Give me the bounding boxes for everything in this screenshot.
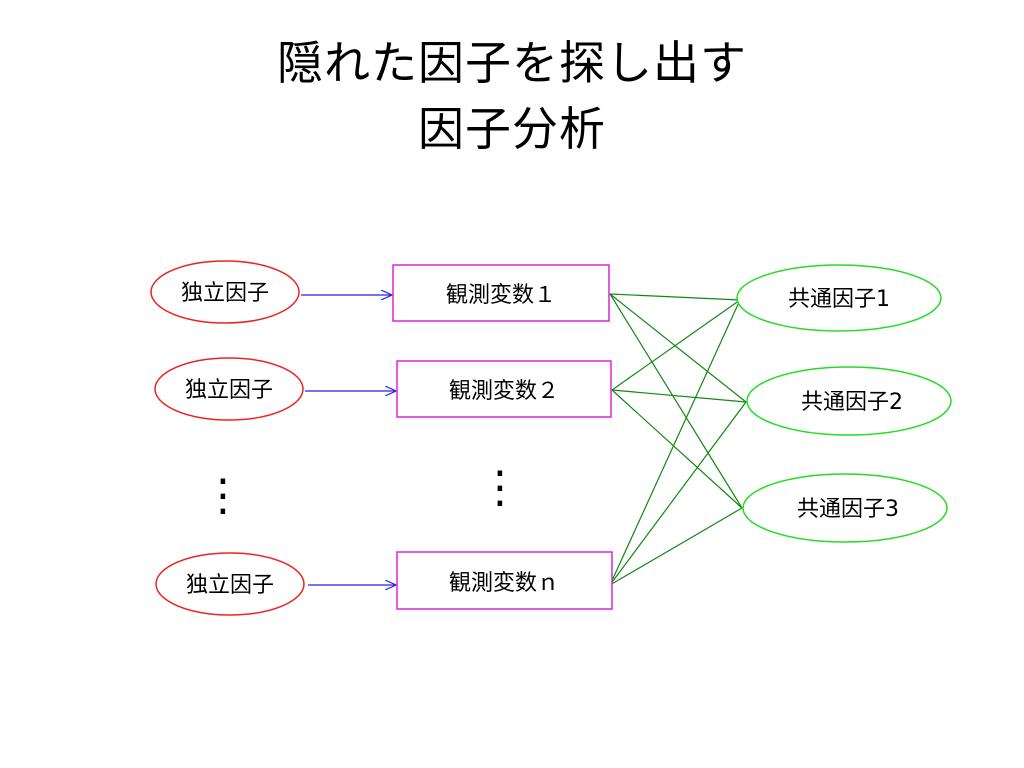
independent-factor-label: 独立因子	[185, 378, 273, 403]
independent-factor-label: 独立因子	[181, 281, 269, 306]
ellipsis-observed: ⋮	[478, 462, 522, 513]
link-obs2-cf3	[611, 389, 743, 509]
link-obs1-cf1	[609, 293, 741, 301]
common-factor-label: 共通因子1	[788, 287, 890, 312]
link-obs2-cf2	[611, 389, 747, 403]
link-obs1-cf2	[609, 293, 747, 403]
observed-variable-label: 観測変数２	[449, 379, 559, 404]
link-obs2-cf1	[611, 299, 741, 391]
link-obsn-cf2	[609, 401, 747, 586]
common-factor-1: 共通因子1	[736, 264, 942, 332]
independent-factor-2: 独立因子	[154, 357, 304, 421]
independent-factor-3: 独立因子	[155, 552, 305, 616]
observed-variable-label: 観測変数ｎ	[449, 571, 559, 596]
independent-factor-1: 独立因子	[150, 260, 300, 324]
link-obsn-cf3	[609, 507, 743, 586]
observed-variable-n: 観測変数ｎ	[396, 551, 613, 610]
observed-variable-label: 観測変数１	[446, 283, 556, 308]
ellipsis-independent: ⋮	[201, 470, 245, 521]
link-obsn-cf1	[609, 299, 741, 586]
link-obs1-cf3	[609, 293, 743, 509]
observed-variable-1: 観測変数１	[392, 264, 610, 322]
independent-arrows	[301, 295, 396, 585]
common-factor-label: 共通因子3	[797, 497, 899, 522]
common-factor-2: 共通因子2	[746, 366, 952, 436]
common-factor-3: 共通因子3	[742, 473, 948, 543]
slide-title-line1: 隠れた因子を探し出す	[277, 36, 747, 90]
factor-links	[609, 293, 747, 586]
observed-variable-2: 観測変数２	[396, 360, 612, 418]
slide-title-line2: 因子分析	[418, 102, 606, 156]
independent-factor-label: 独立因子	[186, 573, 274, 598]
common-factor-label: 共通因子2	[801, 390, 903, 415]
